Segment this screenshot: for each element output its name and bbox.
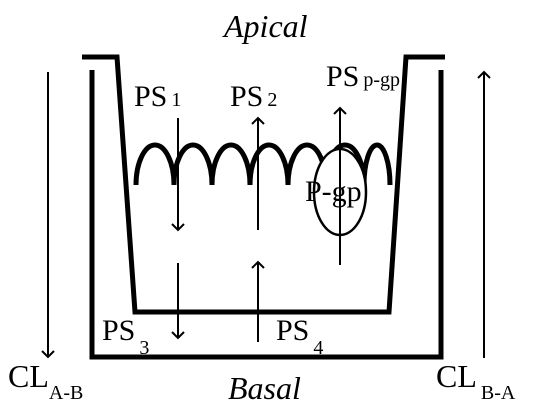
insert-well (82, 54, 445, 315)
ps2-label: PS 2 (230, 82, 277, 112)
cl-ab-main: CL (8, 358, 49, 394)
ps3-sub: 3 (139, 337, 150, 359)
ps2-main: PS (230, 80, 264, 113)
pspgp-sub: p-gp (363, 69, 401, 91)
cl-ab-label: CLA-B (8, 358, 83, 403)
ps4-main: PS (276, 314, 310, 347)
cl-ba-sub: B-A (480, 382, 516, 404)
pspgp-main: PS (326, 60, 360, 93)
apical-label: Apical (224, 8, 308, 44)
ps4-sub: 4 (313, 337, 324, 359)
ps1-label: PS 1 (134, 82, 181, 112)
pgp-label: P-gp (305, 175, 362, 208)
cl-ba-label: CL B-A (436, 358, 515, 403)
ps3-main: PS (102, 314, 136, 347)
cl-ab-sub: A-B (48, 382, 84, 404)
ps4-label: PS 4 (276, 314, 323, 359)
cl-ba-main: CL (436, 358, 477, 394)
pspgp-label: PS p-gp (326, 62, 400, 92)
ps3-label: PS 3 (102, 314, 149, 359)
basal-label: Basal (228, 370, 301, 406)
ps1-main: PS (134, 80, 168, 113)
ps2-sub: 2 (267, 89, 278, 111)
ps1-sub: 1 (171, 89, 182, 111)
outer-well (89, 70, 444, 360)
